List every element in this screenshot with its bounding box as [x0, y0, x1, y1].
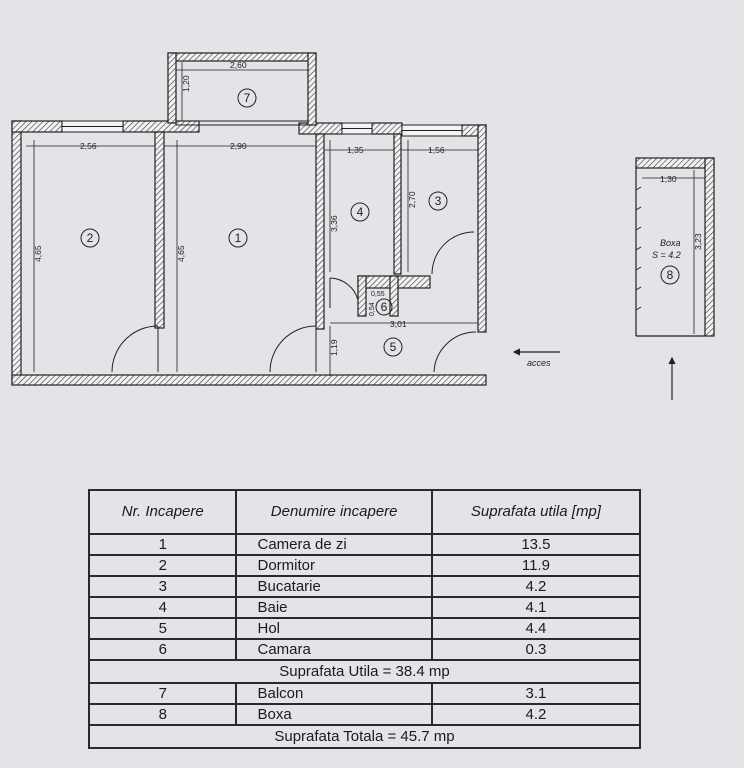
wall-camara-right — [389, 275, 399, 317]
cell-area: 4.4 — [430, 617, 642, 640]
cell-area: 4.1 — [430, 596, 642, 619]
dim-1-19: 1,19 — [329, 339, 339, 356]
dim-2-56: 2,56 — [80, 141, 97, 151]
cell-name: Camara — [235, 638, 433, 661]
boxa-name: Boxa — [660, 238, 681, 248]
wall-top-left-b — [122, 120, 200, 133]
wall-left — [11, 120, 22, 385]
dim-3-01: 3,01 — [390, 319, 407, 329]
wall-balcony-right — [307, 52, 317, 126]
cell-area: 13.5 — [430, 533, 642, 556]
util-total: Suprafata Utila = 38.4 mp — [88, 659, 641, 684]
table-row: 3 Bucatarie 4.2 — [87, 575, 642, 598]
table-row: 4 Baie 4.1 — [87, 596, 642, 619]
dim-0-55: 0,55 — [371, 291, 385, 298]
dimension-labels: 2,60 1,20 2,56 2,90 1,35 1,56 4,65 4,65 … — [33, 60, 703, 356]
grand-total-row: Suprafata Totala = 45.7 mp — [88, 724, 641, 749]
floor-plan: 2,60 1,20 2,56 2,90 1,35 1,56 4,65 4,65 … — [11, 52, 715, 400]
cell-name: Balcon — [235, 682, 433, 705]
wall-balcony-left — [167, 52, 177, 124]
cell-nr: 2 — [87, 554, 238, 577]
wall-camara-left — [357, 275, 367, 317]
header-nr: Nr. Incapere — [87, 489, 238, 535]
util-total-row: Suprafata Utila = 38.4 mp — [88, 659, 641, 684]
cell-nr: 5 — [87, 617, 238, 640]
cell-name: Hol — [235, 617, 433, 640]
dim-2-70: 2,70 — [407, 191, 417, 208]
table-row: 5 Hol 4.4 — [87, 617, 642, 640]
cell-area: 0.3 — [430, 638, 642, 661]
dim-1-30: 1,30 — [660, 174, 677, 184]
table-row: 7 Balcon 3.1 — [87, 682, 642, 705]
wall-right — [477, 124, 487, 333]
wall-bottom — [11, 374, 487, 386]
cell-area: 3.1 — [430, 682, 642, 705]
boxa-area: S = 4.2 — [652, 250, 681, 260]
room-number-6: 6 — [381, 300, 388, 314]
access-arrows — [512, 348, 676, 400]
table-row: 2 Dormitor 11.9 — [87, 554, 642, 577]
boxa-ticks — [635, 186, 642, 311]
access-label: acces — [527, 358, 551, 368]
cell-nr: 8 — [87, 703, 238, 726]
cell-nr: 7 — [87, 682, 238, 705]
walls — [11, 52, 715, 386]
wall-top-right-c — [371, 122, 403, 135]
wall-boxa-right — [704, 157, 715, 337]
header-suprafata: Suprafata utila [mp] — [430, 489, 642, 535]
room-number-2: 2 — [87, 231, 94, 245]
wall-room1-room4 — [315, 133, 325, 330]
door-swings — [111, 231, 477, 373]
dim-1-35: 1,35 — [347, 145, 364, 155]
boxa-outline — [635, 168, 705, 337]
dim-1-20: 1,20 — [181, 75, 191, 92]
dim-2-90: 2,90 — [230, 141, 247, 151]
wall-room4-room3 — [393, 133, 402, 275]
dim-3-36: 3,36 — [329, 215, 339, 232]
cell-nr: 1 — [87, 533, 238, 556]
cell-area: 4.2 — [430, 703, 642, 726]
room-number-7: 7 — [244, 91, 251, 105]
cell-name: Dormitor — [235, 554, 433, 577]
room-number-1: 1 — [235, 231, 242, 245]
room-numbers: 1 2 3 4 5 6 7 8 — [87, 91, 674, 354]
dim-3-23: 3,23 — [693, 233, 703, 250]
cell-area: 4.2 — [430, 575, 642, 598]
windows — [61, 120, 463, 137]
room-number-3: 3 — [435, 194, 442, 208]
table-row: 6 Camara 0.3 — [87, 638, 642, 661]
grand-total: Suprafata Totala = 45.7 mp — [88, 724, 641, 749]
wall-top-left-a — [11, 120, 63, 133]
dim-2-60: 2,60 — [230, 60, 247, 70]
room-number-5: 5 — [390, 340, 397, 354]
cell-nr: 6 — [87, 638, 238, 661]
cell-name: Bucatarie — [235, 575, 433, 598]
header-denumire: Denumire incapere — [235, 489, 433, 535]
room-number-8: 8 — [667, 268, 674, 282]
dim-1-56: 1,56 — [428, 145, 445, 155]
wall-boxa-top — [635, 157, 715, 169]
cell-name: Baie — [235, 596, 433, 619]
cell-area: 11.9 — [430, 554, 642, 577]
cell-nr: 4 — [87, 596, 238, 619]
area-table: Nr. Incapere Denumire incapere Suprafata… — [87, 489, 642, 749]
dimension-lines — [26, 62, 705, 376]
cell-nr: 3 — [87, 575, 238, 598]
dim-0-54: 0,54 — [369, 302, 376, 316]
dim-4-65-left: 4,65 — [33, 245, 43, 262]
room-number-4: 4 — [357, 205, 364, 219]
cell-name: Boxa — [235, 703, 433, 726]
cell-name: Camera de zi — [235, 533, 433, 556]
table-row: 1 Camera de zi 13.5 — [87, 533, 642, 556]
wall-room1-room2 — [154, 131, 165, 329]
room-markers — [80, 88, 680, 357]
dim-4-65-mid: 4,65 — [176, 245, 186, 262]
table-row: 8 Boxa 4.2 — [87, 703, 642, 726]
table-header-row: Nr. Incapere Denumire incapere Suprafata… — [87, 489, 642, 535]
